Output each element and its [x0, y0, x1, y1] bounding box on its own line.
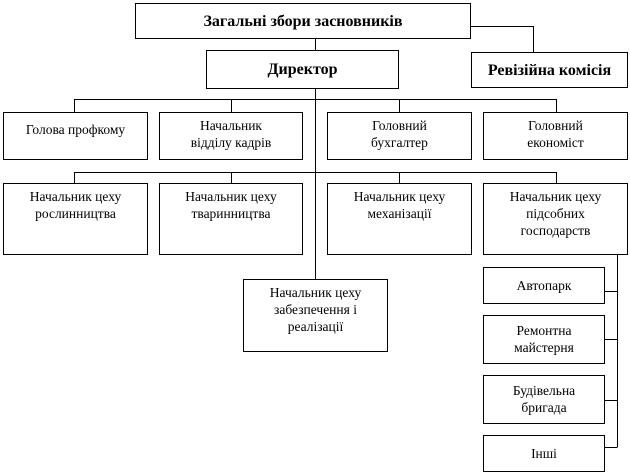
label: Автопарк — [516, 278, 572, 293]
label: Будівельна — [512, 383, 576, 398]
label: Начальник цеху — [29, 189, 122, 204]
label: Начальник цеху — [509, 189, 602, 204]
label: Начальник — [199, 118, 262, 133]
label: тваринництва — [191, 206, 271, 221]
label: господарств — [520, 223, 591, 238]
box-other: Інші — [483, 435, 605, 472]
box-crop-head: Начальник цеху рослинництва — [3, 183, 148, 255]
label: Директор — [267, 61, 338, 78]
label: Головний — [372, 118, 427, 133]
label: Загальні збори засновників — [203, 12, 403, 30]
label: бухгалтер — [371, 135, 428, 150]
label: Ремонтна — [516, 323, 572, 338]
label: Головний — [528, 118, 583, 133]
box-supply-head: Начальник цеху забезпечення і реалізації — [243, 279, 388, 352]
label: економіст — [527, 135, 584, 150]
label: Начальник цеху — [269, 285, 362, 300]
line-subsidiary-trunk — [605, 255, 618, 448]
line-level2-bus — [74, 99, 557, 112]
box-trade-union-head: Голова профкому — [3, 112, 148, 160]
box-mechanization-head: Начальник цеху механізації — [327, 183, 472, 255]
box-subsidiary-head: Начальник цеху підсобних господарств — [483, 183, 628, 255]
box-hr-head: Начальник відділу кадрів — [159, 112, 303, 160]
label: бригада — [521, 400, 567, 415]
label: Начальник цеху — [185, 189, 277, 204]
label: забезпечення і — [274, 302, 357, 317]
label: реалізації — [287, 319, 344, 334]
label: Ревізійна комісія — [487, 61, 612, 79]
box-chief-economist: Головний економіст — [483, 112, 628, 160]
box-audit-commission: Ревізійна комісія — [471, 52, 628, 88]
box-repair-shop: Ремонтна майстерня — [483, 315, 605, 364]
box-chief-accountant: Головний бухгалтер — [327, 112, 472, 160]
label: рослинництва — [35, 206, 116, 221]
label: Начальник цеху — [353, 189, 446, 204]
box-livestock-head: Начальник цеху тваринництва — [159, 183, 303, 255]
label: Інші — [531, 446, 557, 461]
line-level3-bus — [74, 172, 557, 183]
label: відділу кадрів — [190, 135, 272, 150]
box-founders-meeting: Загальні збори засновників — [135, 3, 471, 39]
label: Голова профкому — [25, 122, 126, 137]
label: підсобних — [526, 206, 585, 221]
box-construction-crew: Будівельна бригада — [483, 375, 605, 424]
box-director: Директор — [206, 50, 399, 89]
label: майстерня — [514, 340, 574, 355]
line-top-audit — [471, 26, 534, 52]
box-motor-pool: Автопарк — [483, 267, 605, 304]
label: механізації — [367, 206, 432, 221]
